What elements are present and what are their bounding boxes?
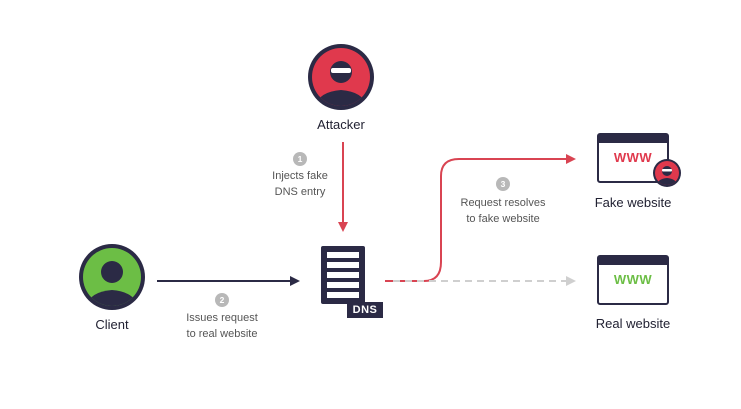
step-2-line-1: Issues request <box>186 312 258 324</box>
arrow-dns-to-fake-website <box>385 154 576 282</box>
step-1-line-2: DNS entry <box>274 186 326 198</box>
attacker-label: Attacker <box>317 117 365 132</box>
hacker-avatar-icon <box>308 44 374 110</box>
fake-website-browser-icon <box>597 133 669 183</box>
user-avatar-icon <box>79 244 145 310</box>
fake-website-screen-text: WWW <box>613 150 653 165</box>
step-3-badge: 3 <box>496 177 510 191</box>
real-website-browser-icon <box>597 255 669 305</box>
real-website-screen-text: WWW <box>613 272 653 287</box>
step-1-description: Injects fake DNS entry <box>255 168 345 200</box>
step-2-line-2: to real website <box>186 328 258 340</box>
step-3-line-1: Request resolves <box>460 197 546 209</box>
server-icon <box>321 246 365 304</box>
fake-website-hacker-badge-icon <box>653 159 681 187</box>
step-2-badge: 2 <box>215 293 229 307</box>
client-label: Client <box>95 317 129 332</box>
step-1-badge: 1 <box>293 152 307 166</box>
step-1-line-1: Injects fake <box>272 170 328 182</box>
dns-label: DNS <box>347 302 383 318</box>
step-3-line-2: to fake website <box>466 213 540 225</box>
fake-website-label: Fake website <box>594 195 672 210</box>
real-website-label: Real website <box>595 316 671 331</box>
step-3-description: Request resolves to fake website <box>448 195 558 227</box>
step-2-description: Issues request to real website <box>172 310 272 342</box>
